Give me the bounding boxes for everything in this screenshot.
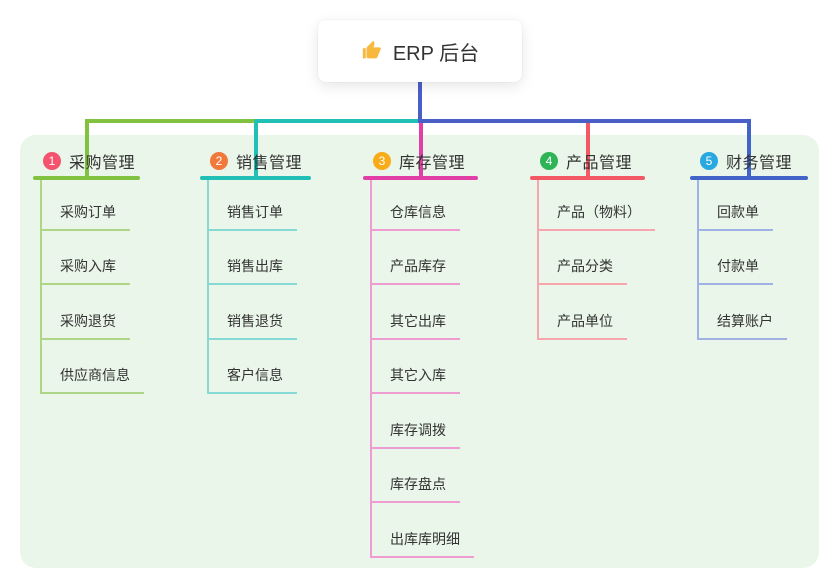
branch-3-underline <box>363 176 478 180</box>
branch-3-header[interactable]: 3 库存管理 <box>363 146 478 176</box>
node-label: 销售退货 <box>227 312 283 329</box>
branch-3-label: 库存管理 <box>399 155 466 172</box>
branch-connector-line <box>585 119 590 178</box>
branch-2-header[interactable]: 2 销售管理 <box>200 146 311 176</box>
node-label: 回款单 <box>717 203 759 220</box>
mindmap-node[interactable]: 仓库信息 <box>370 176 460 231</box>
node-label: 产品单位 <box>557 312 613 329</box>
mindmap-node[interactable]: 产品单位 <box>537 285 627 340</box>
mindmap-node[interactable]: 付款单 <box>697 231 773 285</box>
node-label: 付款单 <box>717 258 759 274</box>
branch-4-badge: 4 <box>540 152 558 170</box>
branch-5-badge: 5 <box>700 152 718 170</box>
node-label: 其它出库 <box>390 312 446 329</box>
root-connector-line <box>418 82 422 123</box>
branch-2-label: 销售管理 <box>236 155 303 172</box>
mindmap-node[interactable]: 产品库存 <box>370 231 460 285</box>
branch-connector-line <box>747 119 751 178</box>
mindmap-panel <box>20 135 819 568</box>
mindmap-node[interactable]: 结算账户 <box>697 285 787 340</box>
mindmap-node[interactable]: 销售退货 <box>207 285 297 340</box>
connector-bus-line <box>84 119 258 123</box>
node-label: 产品库存 <box>390 258 446 274</box>
mindmap-node[interactable]: 销售出库 <box>207 231 297 285</box>
node-label: 销售出库 <box>227 258 283 274</box>
node-label: 供应商信息 <box>60 367 130 383</box>
node-label: 仓库信息 <box>390 203 446 220</box>
connector-bus-line <box>253 119 423 123</box>
mindmap-node[interactable]: 库存调拨 <box>370 394 460 449</box>
mindmap-node[interactable]: 产品（物料） <box>537 176 655 231</box>
branch-child-rail <box>207 180 209 392</box>
mindmap-node[interactable]: 回款单 <box>697 176 773 231</box>
root-title: ERP 后台 <box>392 42 480 65</box>
branch-1-label: 采购管理 <box>69 155 136 172</box>
branch-connector-line <box>418 119 423 178</box>
branch-5-label: 财务管理 <box>726 155 793 172</box>
node-label: 库存盘点 <box>390 476 446 492</box>
branch-child-rail <box>40 180 42 392</box>
node-label: 采购订单 <box>60 203 116 220</box>
mindmap-node[interactable]: 采购退货 <box>40 285 130 340</box>
branch-5-underline <box>690 176 808 180</box>
node-label: 库存调拨 <box>390 421 446 438</box>
connector-bus-line <box>418 119 751 123</box>
node-label: 采购入库 <box>60 258 116 274</box>
branch-child-rail <box>537 180 539 338</box>
mindmap-node[interactable]: 客户信息 <box>207 340 297 394</box>
mindmap-node[interactable]: 供应商信息 <box>40 340 144 394</box>
branch-child-rail <box>370 180 372 556</box>
branch-1-underline <box>33 176 140 180</box>
node-label: 产品分类 <box>557 258 613 274</box>
node-label: 客户信息 <box>227 367 283 383</box>
node-label: 采购退货 <box>60 312 116 329</box>
node-label: 结算账户 <box>717 312 773 329</box>
branch-5-header[interactable]: 5 财务管理 <box>690 146 808 176</box>
branch-3-badge: 3 <box>373 152 391 170</box>
mindmap-node[interactable]: 产品分类 <box>537 231 627 285</box>
branch-connector-line <box>84 119 89 178</box>
node-label: 出库库明细 <box>390 530 460 547</box>
node-label: 产品（物料） <box>557 203 641 220</box>
mindmap-node[interactable]: 库存盘点 <box>370 449 460 503</box>
mindmap-node[interactable]: 其它出库 <box>370 285 460 340</box>
mindmap-node[interactable]: 出库库明细 <box>370 503 474 558</box>
node-label: 销售订单 <box>227 203 283 220</box>
branch-child-rail <box>697 180 699 338</box>
branch-1-header[interactable]: 1 采购管理 <box>33 146 140 176</box>
branch-2-badge: 2 <box>210 152 228 170</box>
branch-4-label: 产品管理 <box>566 155 633 172</box>
branch-2-underline <box>200 176 311 180</box>
root-node[interactable]: ERP 后台 <box>318 20 522 82</box>
branch-4-header[interactable]: 4 产品管理 <box>530 146 645 176</box>
mindmap-node[interactable]: 采购订单 <box>40 176 130 231</box>
mindmap-node[interactable]: 采购入库 <box>40 231 130 285</box>
branch-connector-line <box>253 119 258 178</box>
branch-1-badge: 1 <box>43 152 61 170</box>
thumbs-up-icon <box>361 40 383 62</box>
mindmap-node[interactable]: 其它入库 <box>370 340 460 394</box>
node-label: 其它入库 <box>390 367 446 383</box>
mindmap-node[interactable]: 销售订单 <box>207 176 297 231</box>
branch-4-underline <box>530 176 645 180</box>
